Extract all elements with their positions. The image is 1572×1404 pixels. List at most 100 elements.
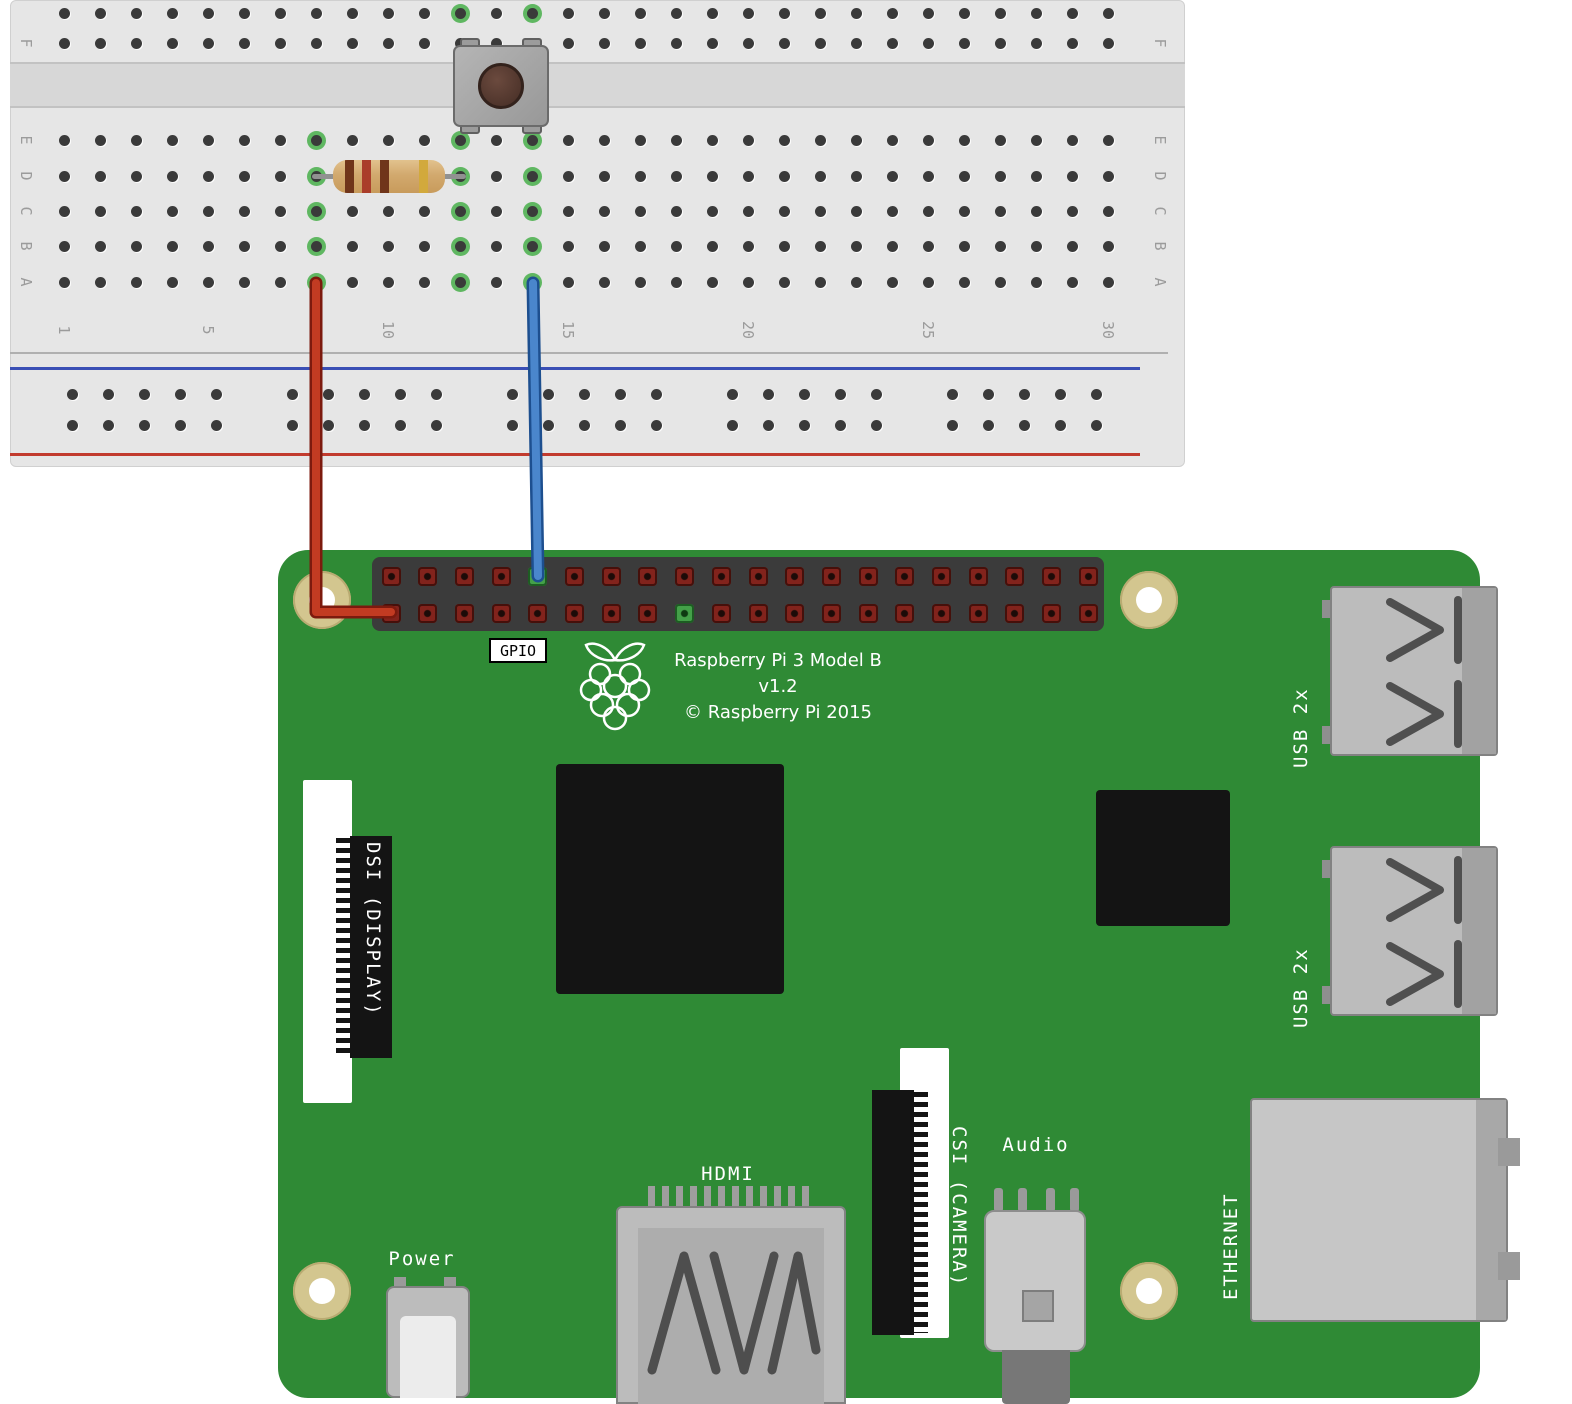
gpio-pin	[1078, 604, 1098, 623]
gpio-header	[372, 557, 1104, 631]
breadboard-hole	[66, 419, 78, 431]
column-label: 25	[919, 320, 937, 340]
usb-mount-tab	[1322, 600, 1332, 618]
breadboard-hole	[238, 170, 250, 182]
gpio-pin	[858, 604, 878, 623]
ethernet-port-face	[1476, 1100, 1506, 1320]
breadboard-hole	[742, 7, 754, 19]
breadboard-hole	[670, 240, 682, 252]
breadboard-hole	[814, 170, 826, 182]
breadboard-hole-highlighted	[310, 240, 322, 252]
breadboard-hole	[1102, 240, 1114, 252]
row-label: C	[17, 206, 35, 216]
breadboard-hole	[394, 419, 406, 431]
breadboard-hole	[670, 276, 682, 288]
breadboard-hole	[922, 7, 934, 19]
breadboard-hole	[706, 37, 718, 49]
breadboard-hole	[886, 170, 898, 182]
breadboard-hole	[490, 240, 502, 252]
breadboard-hole	[982, 388, 994, 400]
gpio-pin	[711, 567, 731, 586]
breadboard-center-channel	[10, 62, 1185, 108]
breadboard-hole	[650, 419, 662, 431]
breadboard-hole	[598, 205, 610, 217]
breadboard-hole	[870, 419, 882, 431]
gpio-label: GPIO	[499, 641, 537, 660]
breadboard-hole	[430, 419, 442, 431]
gpio-pin	[968, 604, 988, 623]
breadboard-hole-highlighted	[526, 134, 538, 146]
breadboard-hole	[994, 134, 1006, 146]
breadboard-hole	[726, 419, 738, 431]
breadboard-hole	[578, 388, 590, 400]
breadboard-hole	[778, 276, 790, 288]
breadboard-hole	[382, 7, 394, 19]
gpio-pin	[454, 567, 474, 586]
breadboard-hole	[994, 205, 1006, 217]
resistor-band	[380, 160, 389, 193]
mounting-hole	[1120, 571, 1178, 629]
power-pin	[394, 1277, 406, 1287]
power-rail-blue-line	[10, 367, 1140, 370]
resistor-body	[333, 160, 445, 193]
audio-leg	[1046, 1188, 1055, 1212]
breadboard-hole-highlighted	[454, 276, 466, 288]
breadboard-hole	[1030, 7, 1042, 19]
breadboard-hole	[1090, 419, 1102, 431]
breadboard-hole	[742, 276, 754, 288]
breadboard-hole	[958, 170, 970, 182]
breadboard-hole	[994, 37, 1006, 49]
breadboard-hole	[274, 134, 286, 146]
breadboard-hole	[418, 37, 430, 49]
gpio-pin	[785, 567, 805, 586]
usb-port-face	[1462, 848, 1496, 1014]
breadboard-hole	[202, 170, 214, 182]
breadboard-hole	[418, 134, 430, 146]
breadboard-hole	[274, 240, 286, 252]
row-label: D	[1151, 171, 1169, 181]
mounting-hole	[293, 571, 351, 629]
breadboard-hole	[614, 388, 626, 400]
breadboard-hole	[1030, 240, 1042, 252]
breadboard-hole	[382, 134, 394, 146]
breadboard-hole	[994, 240, 1006, 252]
breadboard-hole	[58, 170, 70, 182]
breadboard-hole	[166, 276, 178, 288]
row-label: A	[17, 277, 35, 287]
row-label: C	[1151, 206, 1169, 216]
row-label: A	[1151, 277, 1169, 287]
usb-label-bottom: USB 2x	[1290, 947, 1312, 1028]
breadboard-hole	[634, 134, 646, 146]
breadboard-hole	[706, 7, 718, 19]
resistor-band	[419, 160, 428, 193]
breadboard-hole	[58, 240, 70, 252]
breadboard-hole	[706, 240, 718, 252]
board-title: Raspberry Pi 3 Model B v1.2	[674, 650, 882, 697]
audio-jack-detail	[1022, 1290, 1054, 1322]
gpio-pin	[638, 567, 658, 586]
breadboard-hole	[814, 37, 826, 49]
gpio-pin	[1005, 604, 1025, 623]
breadboard-hole	[102, 419, 114, 431]
soc-chip	[556, 764, 784, 994]
breadboard-hole	[506, 419, 518, 431]
breadboard-hole	[922, 240, 934, 252]
breadboard-hole	[66, 388, 78, 400]
breadboard-hole	[742, 205, 754, 217]
column-label: 20	[739, 320, 757, 340]
dsi-connector	[350, 836, 392, 1058]
gpio-pin	[565, 604, 584, 623]
board-title-block: Raspberry Pi 3 Model B v1.2 © Raspberry …	[658, 648, 898, 726]
gpio-pin-highlighted	[675, 604, 695, 623]
breadboard-hole	[1018, 419, 1030, 431]
breadboard-hole	[742, 134, 754, 146]
gpio-pin	[1042, 604, 1062, 623]
breadboard-hole	[670, 134, 682, 146]
breadboard-hole	[1030, 37, 1042, 49]
breadboard-hole	[670, 205, 682, 217]
breadboard-hole	[418, 7, 430, 19]
row-label: E	[17, 135, 35, 145]
csi-connector-teeth	[914, 1092, 928, 1333]
gpio-pin	[821, 604, 841, 623]
breadboard-hole	[274, 7, 286, 19]
